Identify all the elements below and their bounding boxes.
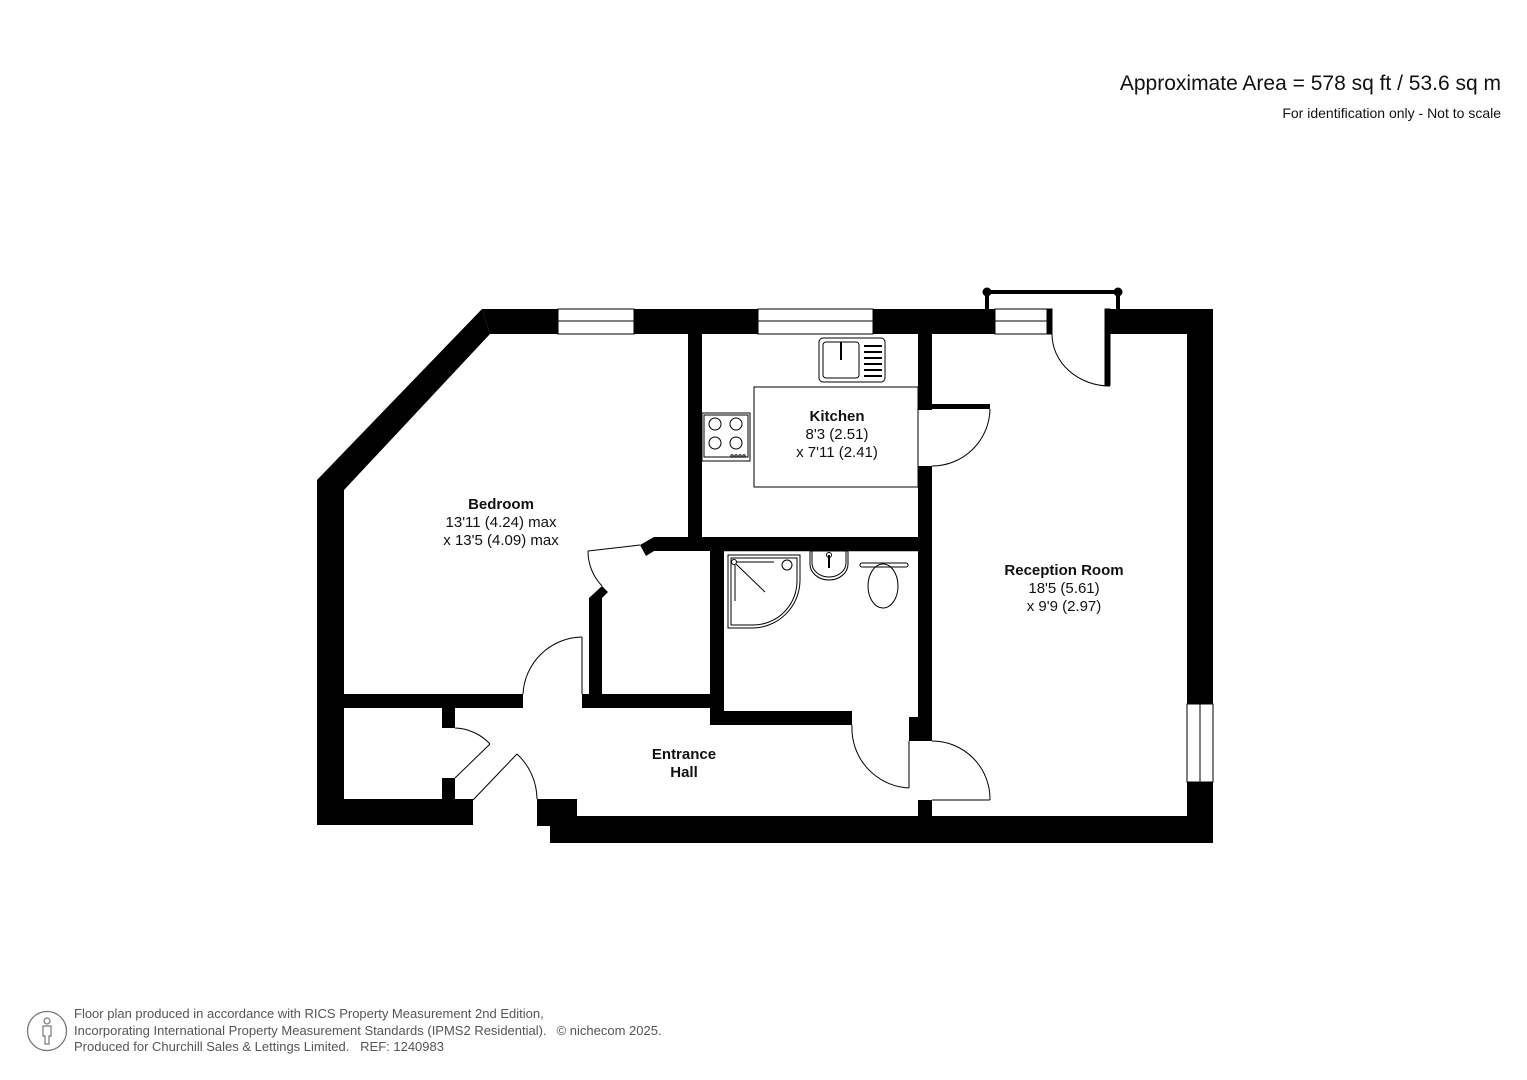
footer-line-2: Incorporating International Property Mea… [74,1022,547,1038]
person-icon [26,1010,68,1052]
footer-line-1: Floor plan produced in accordance with R… [74,1006,544,1021]
room-name-line2: Hall [670,764,698,781]
room-kitchen: Kitchen 8'3 (2.51) x 7'11 (2.41) [796,408,878,462]
room-dimension: 8'3 (2.51) [805,426,869,443]
wash-basin-icon [809,550,849,581]
room-dimension: x 9'9 (2.97) [1026,598,1102,615]
room-name: Kitchen [809,408,865,425]
footer-notes: Floor plan produced in accordance with R… [74,1006,662,1056]
room-dimension: 13'11 (4.24) max [445,514,557,531]
walls [317,309,1213,843]
room-dimension: x 13'5 (4.09) max [443,532,559,549]
footer-line-3: Produced for Churchill Sales & Lettings … [74,1039,444,1054]
room-bedroom: Bedroom 13'11 (4.24) max x 13'5 (4.09) m… [443,496,558,550]
room-dimension: 18'5 (5.61) [1028,580,1100,597]
room-name: Reception Room [1004,562,1124,579]
room-entrance-hall: Entrance Hall [652,746,716,782]
windows [557,308,1214,783]
toilet-icon [859,562,909,609]
door-swings [454,333,1111,801]
scale-disclaimer: For identification only - Not to scale [1282,105,1501,121]
shower-tray-icon [727,554,801,629]
hob-icon [701,412,751,462]
room-name: Bedroom [468,496,534,513]
room-dimension: x 7'11 (2.41) [796,444,878,461]
kitchen-sink-icon [818,337,886,383]
balcony-rail [982,287,1123,386]
kitchen-worktop [753,386,919,488]
copyright: © nichecom 2025. [556,1022,662,1038]
approximate-area: Approximate Area = 578 sq ft / 53.6 sq m [1119,72,1501,95]
room-name: Entrance [651,746,717,763]
room-reception: Reception Room 18'5 (5.61) x 9'9 (2.97) [1004,562,1123,616]
